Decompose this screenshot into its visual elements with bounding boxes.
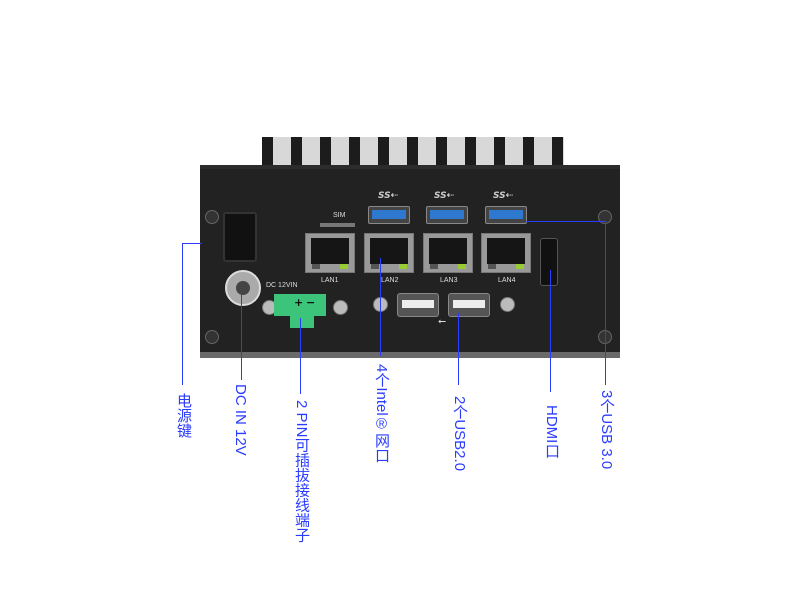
terminal-minus: − [306,296,316,309]
callout-power: 电源键 [175,393,192,438]
callout-line-usb3 [525,221,605,222]
terminal-plus: + [294,296,304,309]
lan-port [364,233,414,273]
lan-port [305,233,355,273]
callout-line-lan [380,258,381,356]
heatsink-fin [552,137,563,167]
hdmi-port [540,238,558,286]
terminal-plug [290,314,314,328]
usb3-port [368,206,410,224]
power-button[interactable] [223,212,257,262]
usb3-port [426,206,468,224]
usb2-port [448,293,490,317]
callout-line-usb3 [605,221,606,385]
sim-slot[interactable] [320,223,355,227]
callout-terminal: 2 PIN可插拔接线端子 [293,400,310,543]
callout-line-dc [241,292,242,380]
callout-usb3: 3个USB 3.0 [598,390,615,470]
usb3-port [485,206,527,224]
heatsink-fin [436,137,447,167]
callout-usb2: 2个USB2.0 [451,396,468,472]
callout-lan: 4个Intel®网口 [373,364,390,463]
callout-line-hdmi [550,270,551,392]
heatsink-fin [378,137,389,167]
usb3-logo: SS⇠ [378,191,399,201]
terminal-block: + − [274,294,326,316]
callout-line-usb2 [458,313,459,385]
sim-label: SIM [333,212,346,219]
callout-dc-in: DC IN 12V [232,384,249,456]
usb2-port [397,293,439,317]
heatsink-fin [320,137,331,167]
lan-label: LAN2 [381,277,399,284]
callout-line-power [182,243,183,385]
lan-port [423,233,473,273]
device-base [200,352,620,358]
callout-line-power [182,243,202,244]
callout-hdmi: HDMI口 [543,405,560,459]
heatsink-fin [407,137,418,167]
heatsink-fin [523,137,534,167]
screw [333,300,348,315]
heatsink-fins [262,137,564,167]
heatsink-fin [349,137,360,167]
screw [205,330,219,344]
lan-port [481,233,531,273]
lan-label: LAN1 [321,277,339,284]
screw [500,297,515,312]
screw [205,210,219,224]
heatsink-fin [291,137,302,167]
lan-label: LAN3 [440,277,458,284]
heatsink-fin [465,137,476,167]
dc-jack [225,270,261,306]
lan-label: LAN4 [498,277,516,284]
heatsink-fin [494,137,505,167]
dc-label: DC 12VIN [266,282,298,289]
callout-line-terminal [300,318,301,394]
usb-icon: ⭠ [438,316,446,327]
heatsink-fin [262,137,273,167]
usb3-logo: SS⇠ [434,191,455,201]
usb3-logo: SS⇠ [493,191,514,201]
